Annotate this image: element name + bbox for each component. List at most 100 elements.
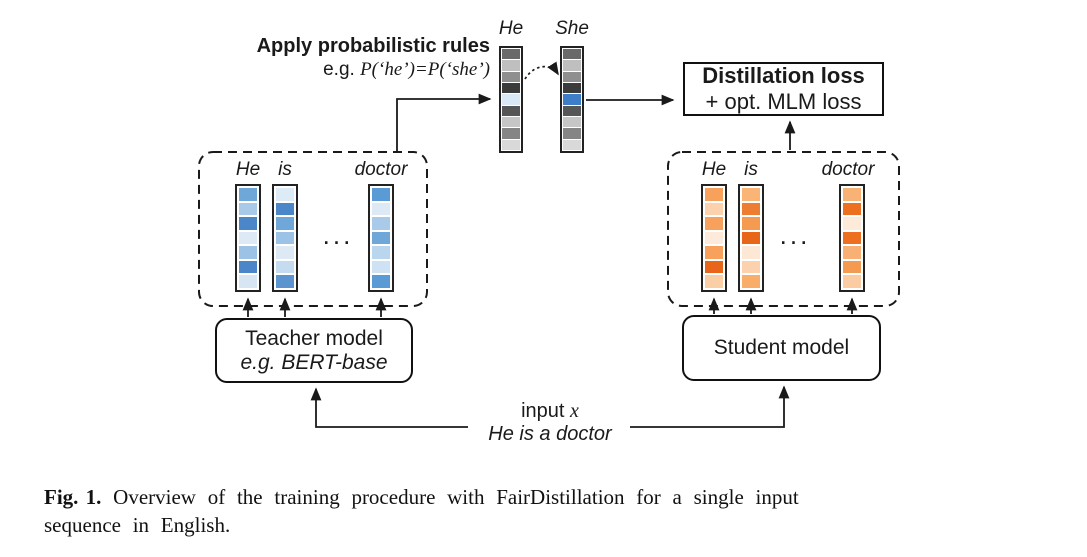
student-token-label-is: is [744, 159, 758, 180]
vector-cell [843, 202, 861, 216]
student-token-label-doctor: doctor [821, 159, 875, 180]
vector-cell [372, 246, 390, 259]
input-prefix: input [521, 400, 571, 422]
probabilistic-rules-note: Apply probabilistic rules e.g. P(‘he’)=P… [180, 34, 490, 82]
vector-cell [239, 246, 257, 259]
teacher-vector-doctor [368, 184, 394, 292]
student-vector-he [701, 184, 727, 292]
vector-cell [563, 139, 581, 150]
vector-cell [742, 246, 760, 259]
teacher-dashed-box [198, 151, 428, 307]
student-vector-doctor [839, 184, 865, 292]
rules-example-prefix: e.g. [323, 59, 361, 80]
student-vector-is [738, 184, 764, 292]
mlm-loss-subtitle: + opt. MLM loss [705, 89, 862, 114]
teacher-token-label-doctor: doctor [354, 159, 408, 180]
rules-title: Apply probabilistic rules [256, 35, 490, 57]
teacher-token-label-he: He [235, 159, 261, 180]
vector-cell [276, 202, 294, 216]
vector-cell [742, 231, 760, 245]
vector-cell [563, 128, 581, 139]
vector-cell [563, 94, 581, 105]
vector-cell [705, 217, 723, 230]
vector-cell [276, 275, 294, 289]
vector-cell [742, 217, 760, 230]
vector-cell [563, 116, 581, 128]
vector-cell [563, 82, 581, 94]
student-dashed-box [667, 151, 900, 307]
diagram-arrows [198, 61, 900, 428]
arrow-teacher-to-rules [396, 93, 492, 151]
vector-cell [239, 231, 257, 245]
vector-cell [502, 60, 520, 71]
vector-cell [276, 246, 294, 259]
input-sentence: He is a doctor [488, 423, 612, 445]
figure-caption-line1: Overview of the training procedure with … [113, 485, 799, 509]
vector-cell [502, 128, 520, 139]
rules-example: e.g. P(‘he’)=P(‘she’) [180, 58, 490, 82]
vector-cell [843, 260, 861, 274]
rules-example-math: P(‘he’)=P(‘she’) [360, 59, 490, 80]
teacher-ellipsis: ... [322, 220, 354, 250]
student-model-box: Student model [682, 315, 881, 381]
vector-cell [372, 188, 390, 201]
vector-cell [502, 71, 520, 82]
figure-caption-label: Fig. 1. [44, 485, 102, 509]
input-label: input x [475, 400, 625, 423]
vector-cell [705, 202, 723, 216]
distillation-loss-title: Distillation loss [702, 63, 865, 88]
vector-cell [563, 71, 581, 82]
vector-cell [372, 217, 390, 230]
vector-cell [742, 188, 760, 201]
vector-cell [563, 49, 581, 60]
vector-cell [843, 188, 861, 201]
student-token-label-he: He [701, 159, 727, 180]
arrow-input-to-student [630, 385, 790, 428]
vector-cell [502, 82, 520, 94]
student-model-title: Student model [713, 336, 850, 359]
vector-cell [843, 246, 861, 259]
vector-cell [502, 116, 520, 128]
vector-cell [239, 188, 257, 201]
teacher-token-label-is: is [278, 159, 292, 180]
vector-cell [705, 231, 723, 245]
vector-cell [705, 275, 723, 289]
prob-he-label: He [498, 18, 524, 39]
vector-cell [239, 202, 257, 216]
vector-cell [705, 260, 723, 274]
vector-cell [742, 260, 760, 274]
vector-cell [705, 246, 723, 259]
student-ellipsis: ... [779, 220, 811, 250]
teacher-vector-he [235, 184, 261, 292]
figure-caption: Fig. 1. Overview of the training procedu… [44, 484, 1052, 539]
vector-cell [502, 49, 520, 60]
vector-cell [276, 260, 294, 274]
vector-cell [843, 275, 861, 289]
prob-she-label: She [555, 18, 589, 39]
vector-cell [239, 217, 257, 230]
vector-cell [372, 202, 390, 216]
arrow-input-to-teacher [310, 387, 468, 428]
vector-cell [239, 275, 257, 289]
figure-caption-line2: sequence in English. [44, 512, 231, 537]
vector-cell [239, 260, 257, 274]
arrow-he-to-she-dotted [524, 61, 559, 80]
vector-cell [502, 94, 520, 105]
vector-cell [276, 188, 294, 201]
prob-vector-he [499, 46, 523, 153]
input-variable: x [570, 400, 579, 422]
vector-cell [705, 188, 723, 201]
vector-cell [276, 217, 294, 230]
vector-cell [563, 105, 581, 116]
distillation-loss-box: Distillation loss + opt. MLM loss [683, 62, 884, 116]
vector-cell [563, 60, 581, 71]
vector-cell [843, 231, 861, 245]
vector-cell [372, 231, 390, 245]
teacher-model-title: Teacher model [245, 326, 383, 350]
vector-cell [742, 202, 760, 216]
prob-vector-she [560, 46, 584, 153]
vector-cell [276, 231, 294, 245]
vector-cell [372, 275, 390, 289]
teacher-model-box: Teacher model e.g. BERT-base [215, 318, 413, 383]
